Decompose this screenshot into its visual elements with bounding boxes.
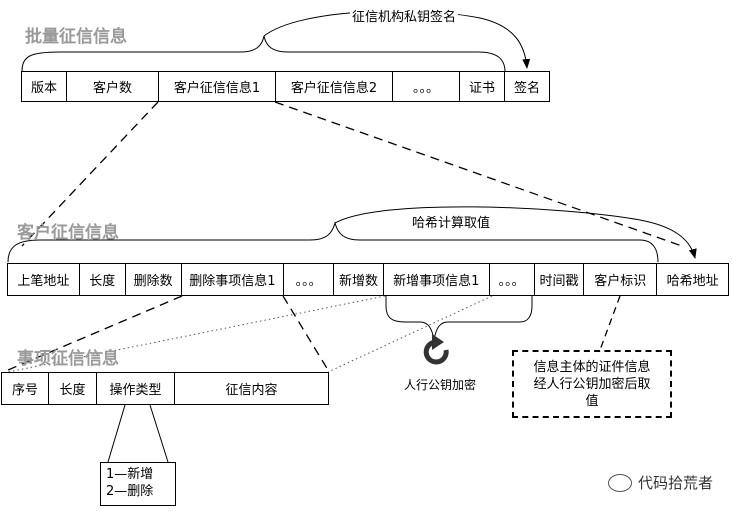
encrypt-label: 人行公钥加密 bbox=[404, 378, 477, 392]
batch-row: 版本 客户数 客户征信信息1 客户征信信息2 。。。 证书 签名 bbox=[21, 71, 550, 102]
item-expand-right bbox=[282, 295, 329, 371]
batch-field: 。。。 bbox=[393, 72, 460, 101]
item-expand-left bbox=[7, 295, 183, 371]
customer-field: 上笔地址 bbox=[8, 264, 80, 295]
note-connector bbox=[599, 295, 621, 351]
customer-field: 。。。 bbox=[490, 264, 535, 295]
customer-field: 客户标识 bbox=[584, 264, 658, 295]
add-expand-right bbox=[327, 295, 493, 373]
customer-field: 长度 bbox=[80, 264, 126, 295]
batch-field: 客户数 bbox=[67, 72, 159, 101]
customer-field: 新增数 bbox=[334, 264, 384, 295]
op-callout bbox=[107, 404, 169, 463]
watermark: 代码拾荒者 bbox=[607, 472, 713, 493]
hash-label: 哈希计算取值 bbox=[410, 212, 493, 231]
customer-field: 删除数 bbox=[126, 264, 182, 295]
item-row: 序号 长度 操作类型 征信内容 bbox=[1, 372, 329, 405]
item-field: 操作类型 bbox=[97, 373, 175, 404]
customer-field: 新增事项信息1 bbox=[384, 264, 490, 295]
customer-field: 删除事项信息1 bbox=[182, 264, 285, 295]
wechat-icon bbox=[607, 473, 632, 492]
sign-label: 征信机构私钥签名 bbox=[350, 6, 459, 25]
refresh-icon bbox=[423, 339, 449, 365]
item-field: 长度 bbox=[49, 373, 97, 404]
note-line: 信息主体的证件信息 bbox=[533, 359, 651, 375]
customer-row: 上笔地址 长度 删除数 删除事项信息1 。。。 新增数 新增事项信息1 。。。 … bbox=[7, 263, 729, 296]
op-line: 2—删除 bbox=[106, 484, 154, 499]
note-line: 值 bbox=[585, 393, 599, 409]
batch-signature: 签名 bbox=[513, 81, 540, 96]
batch-field: 客户征信信息1 bbox=[159, 72, 276, 101]
batch-title: 批量征信信息 bbox=[25, 27, 127, 47]
add-expand-left bbox=[7, 295, 386, 373]
encrypt-note: 信息主体的证件信息 经人行公钥加密后取 值 bbox=[512, 350, 672, 418]
customer-field: 。。。 bbox=[284, 264, 335, 295]
customer-hash-field: 哈希地址 bbox=[666, 274, 719, 289]
op-type-box: 1—新增 2—删除 bbox=[100, 462, 176, 506]
op-line: 1—新增 bbox=[106, 467, 154, 482]
encrypt-brace bbox=[385, 296, 533, 341]
item-field: 征信内容 bbox=[225, 383, 278, 398]
item-field: 序号 bbox=[2, 373, 49, 404]
watermark-text: 代码拾荒者 bbox=[637, 474, 713, 492]
batch-field: 客户征信信息2 bbox=[276, 72, 393, 101]
expand-line-left bbox=[21, 101, 159, 247]
batch-field: 证书 bbox=[460, 72, 505, 101]
customer-field: 时间戳 bbox=[535, 264, 585, 295]
expand-line-right bbox=[274, 101, 683, 247]
customer-title: 客户征信信息 bbox=[17, 223, 119, 243]
hash-arrow bbox=[334, 206, 697, 259]
item-title: 事项征信信息 bbox=[17, 349, 119, 369]
note-line: 经人行公钥加密后取 bbox=[533, 376, 651, 392]
batch-field: 版本 bbox=[22, 72, 67, 101]
